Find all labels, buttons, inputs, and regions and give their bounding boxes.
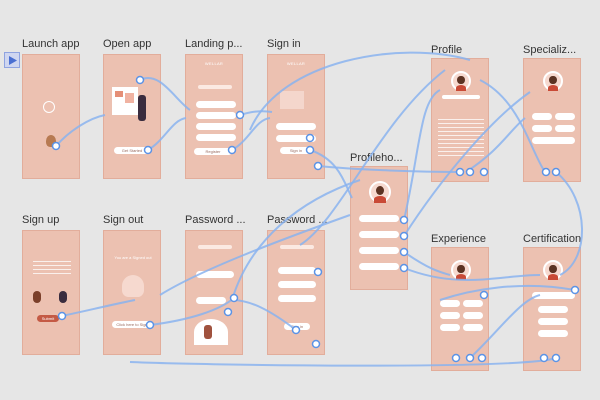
experience-chip-1[interactable] — [440, 300, 460, 307]
frame-experience[interactable] — [431, 247, 489, 371]
landing-field-1[interactable] — [196, 101, 236, 108]
connection-wire — [129, 357, 557, 367]
landing-field-4[interactable] — [196, 134, 236, 141]
frame-label-password-new[interactable]: Password ... — [267, 214, 328, 226]
certification-field-1[interactable] — [532, 292, 575, 299]
experience-chip-2[interactable] — [463, 300, 483, 307]
frame-sign-in[interactable]: WELLAR Sign in — [267, 54, 325, 179]
experience-avatar — [451, 260, 471, 280]
ghost-illustration — [122, 275, 144, 297]
whiteboard-illustration — [112, 87, 138, 115]
frame-password-reset[interactable] — [185, 230, 243, 355]
certification-avatar — [543, 260, 563, 280]
password-new-field-2[interactable] — [278, 281, 316, 288]
frame-label-specialization[interactable]: Specializ... — [523, 44, 577, 56]
frame-landing-page[interactable]: WELLAR Register — [185, 54, 243, 179]
frame-profile[interactable] — [431, 58, 489, 182]
frame-label-password-reset[interactable]: Password ... — [185, 214, 246, 226]
get-started-button[interactable]: Get Started — [114, 147, 150, 154]
password-new-title-bar — [280, 245, 314, 249]
frame-label-sign-in[interactable]: Sign in — [267, 38, 301, 50]
sign-in-button[interactable]: Sign in — [280, 147, 312, 154]
sign-up-illustration — [29, 287, 75, 305]
password-new-field-1[interactable] — [278, 267, 316, 274]
sign-out-click-here-button[interactable]: Click here to Sign — [112, 321, 152, 328]
play-icon — [9, 56, 17, 65]
landing-field-2[interactable] — [196, 112, 236, 119]
experience-chip-5[interactable] — [440, 324, 460, 331]
password-reset-email-field[interactable] — [196, 271, 234, 278]
frame-certification[interactable] — [523, 247, 581, 371]
password-reset-illustration — [194, 319, 228, 345]
play-prototype-button[interactable] — [4, 52, 20, 68]
password-reset-title-bar — [198, 245, 232, 249]
profile-name-bar — [442, 95, 480, 99]
sign-up-submit-button[interactable]: Submit — [37, 315, 59, 322]
frame-label-sign-up[interactable]: Sign up — [22, 214, 60, 226]
sign-in-email-field[interactable] — [276, 123, 316, 130]
sign-in-title: WELLAR — [286, 61, 306, 66]
specialization-avatar — [543, 71, 563, 91]
profile-home-menu-3[interactable] — [359, 247, 399, 254]
password-new-field-3[interactable] — [278, 295, 316, 302]
landing-subtitle-bar — [198, 85, 232, 89]
certification-field-3[interactable] — [538, 318, 568, 325]
frame-password-new[interactable]: Sign in — [267, 230, 325, 355]
specialization-chip-3[interactable] — [532, 125, 552, 132]
sign-in-illustration — [280, 91, 304, 109]
sign-in-password-field[interactable] — [276, 135, 316, 142]
experience-chip-3[interactable] — [440, 312, 460, 319]
frame-label-profile[interactable]: Profile — [431, 44, 463, 56]
person-illustration — [138, 95, 146, 121]
experience-chip-4[interactable] — [463, 312, 483, 319]
landing-title: WELLAR — [204, 61, 224, 66]
specialization-chip-4[interactable] — [555, 125, 575, 132]
frame-launch-app[interactable] — [22, 54, 80, 179]
frame-specialization[interactable] — [523, 58, 581, 182]
frame-label-experience[interactable]: Experience — [431, 233, 487, 245]
app-logo-icon — [43, 101, 55, 113]
password-new-sign-in-button[interactable]: Sign in — [284, 323, 310, 330]
profile-avatar — [451, 71, 471, 91]
experience-chip-6[interactable] — [463, 324, 483, 331]
profile-home-avatar — [369, 181, 391, 203]
sign-out-heading: You are a Signed out — [114, 255, 152, 260]
profile-home-menu-4[interactable] — [359, 263, 399, 270]
frame-open-app[interactable]: Get Started — [103, 54, 161, 179]
frame-label-profile-home[interactable]: Profileho... — [350, 152, 403, 164]
frame-label-open-app[interactable]: Open app — [103, 38, 152, 50]
profile-home-menu-2[interactable] — [359, 231, 399, 238]
profile-home-menu-1[interactable] — [359, 215, 399, 222]
frame-label-launch-app[interactable]: Launch app — [22, 38, 80, 50]
certification-field-4[interactable] — [538, 330, 568, 337]
password-reset-submit-button[interactable] — [196, 297, 226, 304]
frame-label-sign-out[interactable]: Sign out — [103, 214, 144, 226]
egg-illustration — [46, 135, 56, 147]
frame-label-certification[interactable]: Certification — [523, 233, 582, 245]
sign-up-heading-text — [33, 261, 71, 275]
landing-field-3[interactable] — [196, 123, 236, 130]
profile-bio-text — [438, 119, 484, 159]
frame-label-landing-page[interactable]: Landing p... — [185, 38, 243, 50]
specialization-chip-2[interactable] — [555, 113, 575, 120]
frame-sign-out[interactable]: You are a Signed out Click here to Sign — [103, 230, 161, 355]
certification-field-2[interactable] — [538, 306, 568, 313]
specialization-chip-1[interactable] — [532, 113, 552, 120]
frame-sign-up[interactable]: Submit — [22, 230, 80, 355]
frame-profile-home[interactable] — [350, 166, 408, 290]
register-button[interactable]: Register — [194, 148, 232, 155]
specialization-chip-5[interactable] — [532, 137, 575, 144]
